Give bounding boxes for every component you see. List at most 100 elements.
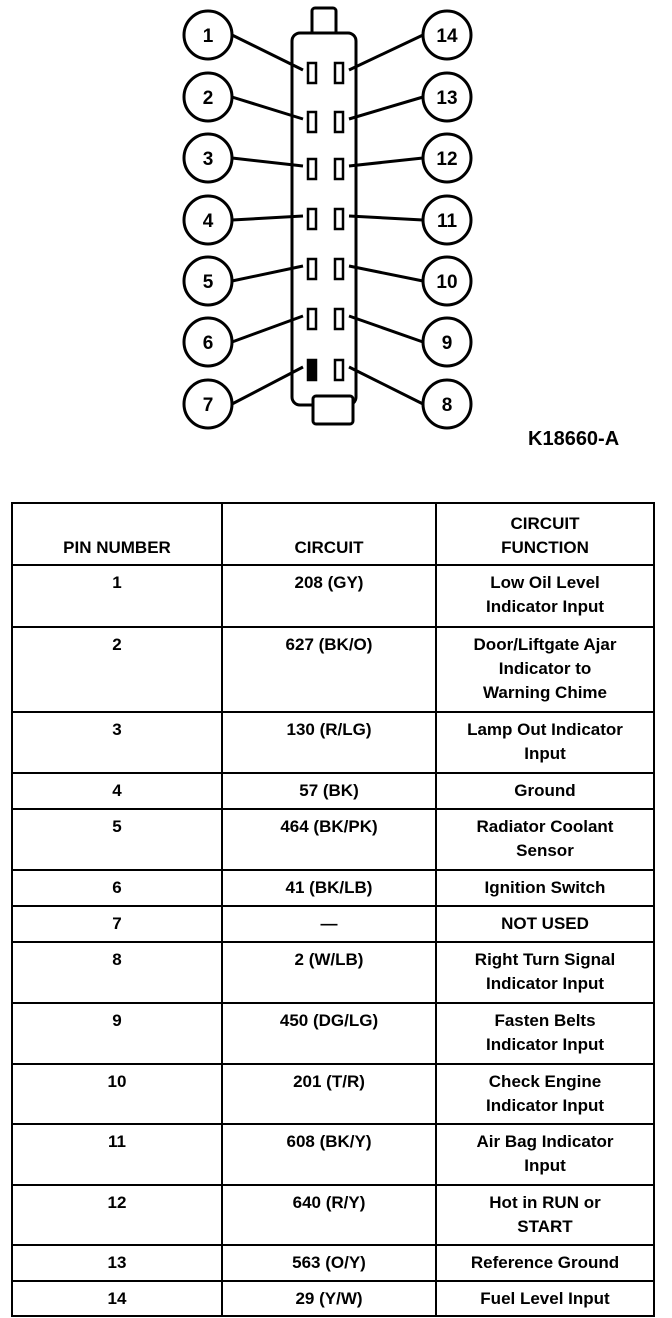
leader-line (231, 33, 304, 72)
cavity-slot (306, 207, 318, 231)
header-circuit-function: CIRCUIT FUNCTION (435, 502, 655, 566)
pin-number-cell: 10 (11, 1063, 223, 1125)
circuit-cell: 464 (BK/PK) (221, 808, 437, 871)
pin-callout-circle (421, 255, 473, 307)
cavity-slot (333, 61, 345, 85)
pin-callout-circle (182, 71, 234, 123)
pin-callout-circle (421, 9, 473, 61)
leader-line (231, 214, 304, 222)
pin-number-cell: 14 (11, 1280, 223, 1317)
circuit-cell: 627 (BK/O) (221, 626, 437, 713)
leader-line (231, 156, 304, 168)
cavity-slot (306, 61, 318, 85)
pin-callout-label: 14 (436, 26, 458, 47)
pin-callout-circle (182, 194, 234, 246)
cavity-slot (333, 257, 345, 281)
cavity-slot (306, 110, 318, 134)
leader-line (348, 95, 424, 121)
circuit-cell: 2 (W/LB) (221, 941, 437, 1004)
pin-callout-label: 2 (203, 88, 214, 109)
leader-line (231, 314, 304, 344)
pin-number-cell: 7 (11, 905, 223, 943)
cavity-slot (333, 358, 345, 382)
pin-callout-circle (421, 71, 473, 123)
cavity-slot (306, 307, 318, 331)
pin-callout-circle (421, 194, 473, 246)
pin-number-cell: 3 (11, 711, 223, 774)
circuit-cell: 130 (R/LG) (221, 711, 437, 774)
pin-callout-circle (182, 378, 234, 430)
header-circuit: CIRCUIT (221, 502, 437, 566)
leader-line (348, 365, 424, 406)
header-pin-number: PIN NUMBER (11, 502, 223, 566)
circuit-cell: 563 (O/Y) (221, 1244, 437, 1282)
pin-number-cell: 8 (11, 941, 223, 1004)
circuit-function-cell: NOT USED (435, 905, 655, 943)
pin-callout-circle (182, 132, 234, 184)
pin-callout-circle (182, 316, 234, 368)
figure-id-label: K18660-A (528, 428, 620, 450)
cavity-slot (333, 307, 345, 331)
table-row: 7—NOT USED (11, 905, 655, 943)
circuit-cell: 29 (Y/W) (221, 1280, 437, 1317)
pin-callout-label: 11 (437, 211, 458, 232)
pin-callout-circle (421, 132, 473, 184)
leader-line (231, 264, 304, 283)
leader-line (348, 156, 424, 168)
cavity-slot (333, 110, 345, 134)
circuit-cell: 57 (BK) (221, 772, 437, 810)
pin-number-cell: 11 (11, 1123, 223, 1186)
pin-number-cell: 4 (11, 772, 223, 810)
circuit-cell: 201 (T/R) (221, 1063, 437, 1125)
leader-lines (231, 33, 424, 406)
table-header-row: PIN NUMBER CIRCUIT CIRCUIT FUNCTION (11, 502, 655, 566)
leader-line (348, 314, 424, 344)
circuit-function-cell: Reference Ground (435, 1244, 655, 1282)
pin-callout-label: 10 (436, 272, 457, 293)
leader-line (348, 214, 424, 222)
circuit-cell: 208 (GY) (221, 564, 437, 628)
pin-callout-label: 13 (436, 88, 457, 109)
pin-callout-label: 5 (203, 272, 214, 293)
pin-callout-label: 1 (203, 26, 214, 47)
pin-number-cell: 12 (11, 1184, 223, 1246)
circuit-function-cell: Fuel Level Input (435, 1280, 655, 1317)
cavity-slot (333, 207, 345, 231)
circuit-cell: 608 (BK/Y) (221, 1123, 437, 1186)
pin-callout-label: 4 (203, 211, 214, 232)
pin-callout-label: 7 (203, 395, 214, 416)
pin-callout-circle (421, 378, 473, 430)
cavity-slot (306, 358, 318, 382)
pin-number-cell: 1 (11, 564, 223, 628)
circuit-cell: 450 (DG/LG) (221, 1002, 437, 1065)
pin-callout-label: 6 (203, 333, 214, 354)
cavity-slot (306, 257, 318, 281)
leader-line (231, 365, 304, 406)
pin-number-cell: 13 (11, 1244, 223, 1282)
header-circuit-function-line1: CIRCUIT (510, 514, 580, 533)
pin-callout-circle (421, 316, 473, 368)
